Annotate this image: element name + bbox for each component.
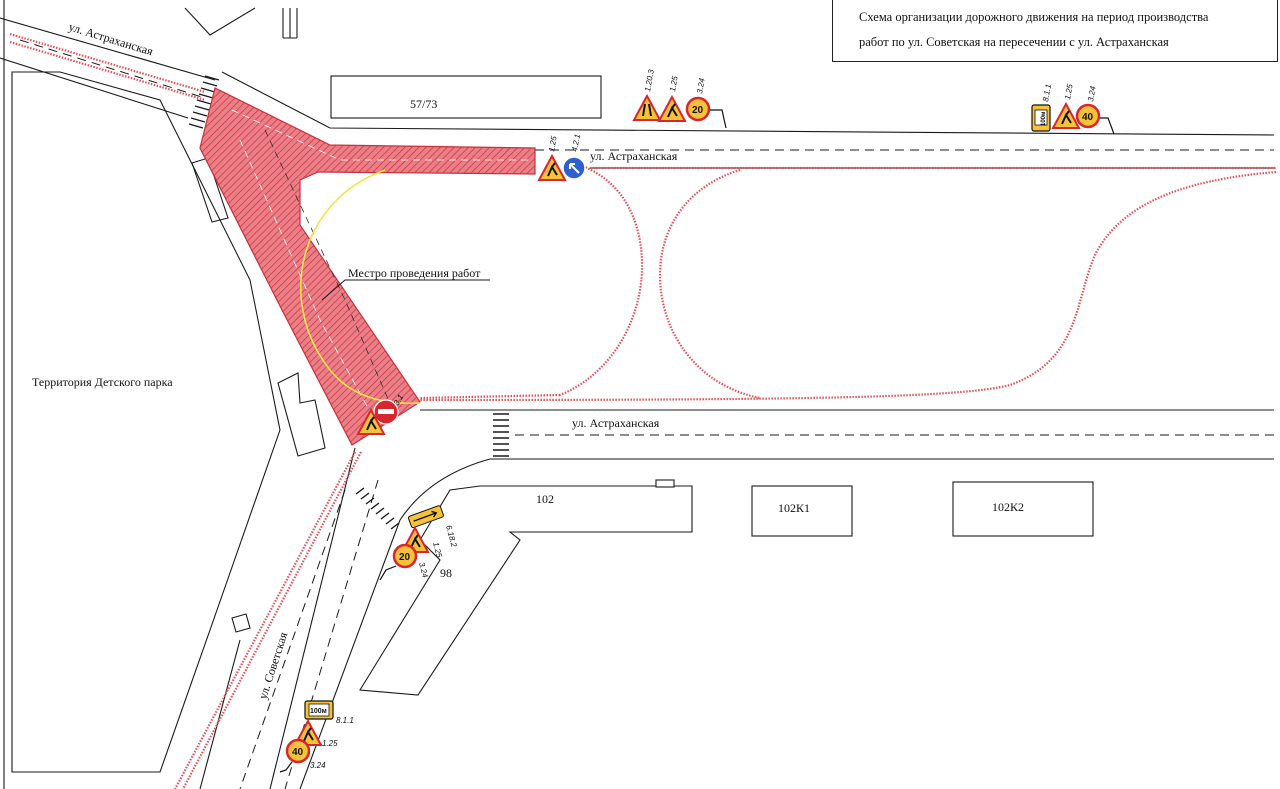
sign-group-top: 20 1.20.3 1.25 3.24 <box>632 68 727 129</box>
svg-text:3.24: 3.24 <box>1086 85 1098 102</box>
speed-limit-sign-icon <box>392 543 418 569</box>
sign-group-junction: 1.25 4.2.1 <box>537 133 586 181</box>
title-line-1: Схема организации дорожного движения на … <box>859 10 1209 24</box>
svg-text:8.1.1: 8.1.1 <box>336 716 354 725</box>
speed-limit-sign-icon <box>285 738 311 764</box>
kiosk-102 <box>655 479 675 488</box>
building-label-102: 102 <box>536 492 554 506</box>
building-102-98 <box>359 485 693 696</box>
svg-text:40: 40 <box>1082 112 1094 123</box>
building-57-73 <box>330 75 602 119</box>
sign-group-sovetskaya: 20 6.18.2 1.25 3.24 <box>379 505 459 581</box>
svg-text:1.25: 1.25 <box>322 739 338 748</box>
sign-group-workzone: 3.1 <box>356 393 405 435</box>
detour-arc <box>299 169 421 405</box>
building-label-57-73: 57/73 <box>410 97 437 111</box>
speed-limit-sign-icon <box>685 96 711 122</box>
svg-text:3.24: 3.24 <box>310 761 326 770</box>
building-102k2 <box>952 481 1094 537</box>
title-line-2: работ по ул. Советская на пересечении с … <box>859 35 1169 49</box>
svg-text:3.24: 3.24 <box>417 561 430 579</box>
tram-rails <box>9 32 1277 789</box>
svg-text:3.24: 3.24 <box>695 77 707 94</box>
building-label-102k2: 102К2 <box>992 500 1024 514</box>
street-label-astrakhanskaya-diagonal: ул. Астраханская <box>67 19 155 58</box>
svg-text:1.25: 1.25 <box>547 135 559 152</box>
svg-text:1.25: 1.25 <box>1063 83 1075 100</box>
speed-limit-sign-icon <box>1075 103 1101 129</box>
buildings <box>330 75 1094 696</box>
building-label-98: 98 <box>440 566 452 580</box>
sign-group-top-right: 100м 40 8.1.1 1.25 3.24 <box>1031 83 1115 135</box>
building-102k1 <box>751 485 853 537</box>
building-label-102k1: 102К1 <box>778 501 810 515</box>
title-block: Схема организации дорожного движения на … <box>832 0 1278 62</box>
svg-text:1.20.3: 1.20.3 <box>643 68 656 92</box>
svg-text:20: 20 <box>399 552 411 563</box>
svg-text:20: 20 <box>692 105 704 116</box>
work-zone-label: Местро проведения работ <box>348 266 481 280</box>
road-narrowing-sign-icon <box>632 93 662 121</box>
svg-text:100м: 100м <box>310 708 327 715</box>
svg-text:1.25: 1.25 <box>431 541 444 559</box>
work-zone-leader <box>321 279 490 301</box>
street-label-astrakhanskaya-top: ул. Астраханская <box>590 149 678 163</box>
svg-text:4.2.1: 4.2.1 <box>570 133 582 152</box>
sign-group-bottom: 100м 40 8.1.1 1.25 3.24 <box>279 700 354 773</box>
crosswalks <box>188 75 509 530</box>
svg-text:40: 40 <box>292 747 304 758</box>
park-label: Территория Детского парка <box>32 375 173 389</box>
svg-text:1.25: 1.25 <box>668 75 680 92</box>
svg-text:8.1.1: 8.1.1 <box>1041 83 1053 102</box>
street-label-astrakhanskaya-bottom: ул. Астраханская <box>572 416 660 430</box>
svg-text:100м: 100м <box>1041 111 1047 126</box>
